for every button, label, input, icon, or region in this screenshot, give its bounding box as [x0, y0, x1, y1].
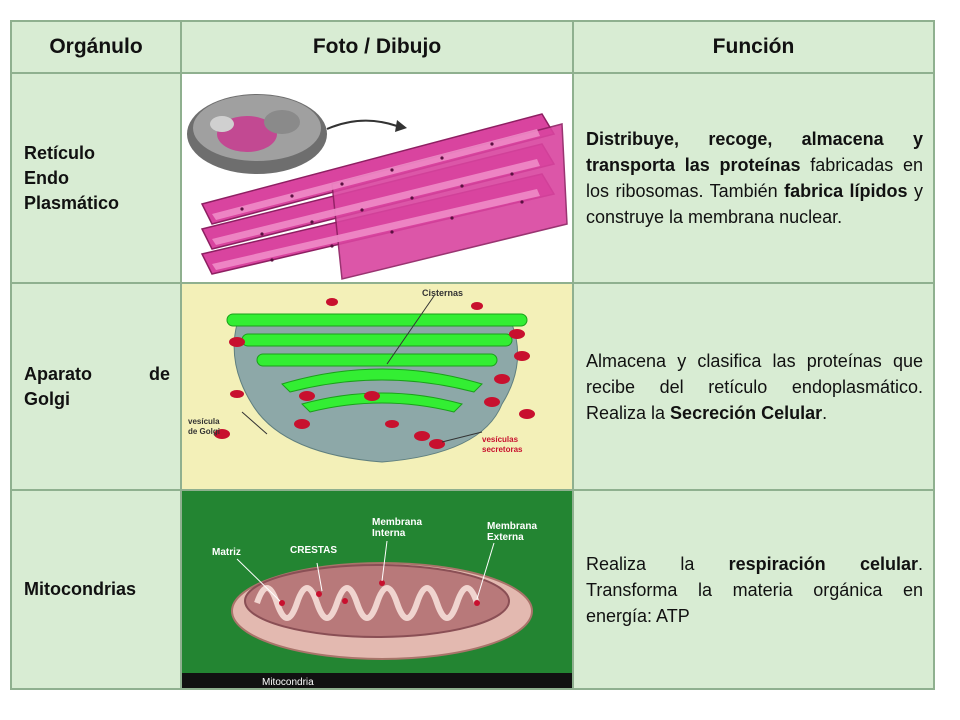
- er-func-bold-2: fabrica lípidos: [784, 181, 908, 201]
- header-organelle: Orgánulo: [11, 21, 181, 73]
- organelle-golgi: Aparato de Golgi: [11, 283, 181, 490]
- organelle-er-line1: Retículo: [24, 142, 96, 163]
- header-function: Función: [573, 21, 934, 73]
- er-func-text-2: y construye la membrana nuclear.: [586, 181, 923, 227]
- function-er: Distribuye, recoge, almacena y transport…: [573, 73, 934, 283]
- organelle-mito-text: Mitocondrias: [24, 579, 137, 599]
- mito-label-externa-1: Membrana: [487, 521, 537, 532]
- function-mito: Realiza la respiración celular. Transfor…: [573, 490, 934, 689]
- organelle-golgi-word2: de: [148, 363, 170, 384]
- golgi-func-bold: Secreción Celular: [670, 402, 823, 423]
- mito-image: Matriz CRESTAS Membrana Interna Membrana…: [181, 490, 573, 689]
- mito-label-interna-1: Membrana: [372, 517, 422, 528]
- organelle-er-line3: Plasmático: [24, 192, 120, 213]
- golgi-label-secretoras-2: secretoras: [482, 445, 523, 454]
- mito-label-matriz: Matriz: [212, 547, 241, 558]
- organelle-table: Orgánulo Foto / Dibujo Función Retículo …: [10, 20, 935, 690]
- header-image: Foto / Dibujo: [181, 21, 573, 73]
- mito-caption: Mitocondria: [262, 677, 314, 688]
- mito-func-text-1: Realiza la: [586, 553, 729, 574]
- er-image: [181, 73, 573, 283]
- er-illustration: [182, 74, 572, 282]
- golgi-func-text-1: Almacena y clasifica las proteínas que r…: [586, 350, 923, 423]
- mito-func-text-2: . Transforma la materia orgánica en ener…: [586, 553, 924, 626]
- organelle-er: Retículo Endo Plasmático: [11, 73, 181, 283]
- organelle-golgi-word1: Aparato: [24, 363, 93, 384]
- golgi-image: Cisternas vesícula de Golgi vesículas se…: [181, 283, 573, 490]
- function-golgi: Almacena y clasifica las proteínas que r…: [573, 283, 934, 490]
- golgi-label-secretoras-1: vesículas: [482, 435, 519, 444]
- er-func-bold-1: Distribuye, recoge, almacena y transport…: [586, 129, 923, 175]
- header-organelle-text: Orgánulo: [49, 35, 143, 58]
- header-image-text: Foto / Dibujo: [312, 35, 442, 58]
- mito-label-interna-2: Interna: [372, 528, 406, 539]
- golgi-func-text-2: .: [822, 402, 828, 423]
- golgi-label-vesicula-2: de Golgi: [188, 427, 220, 436]
- golgi-label-cisternas: Cisternas: [422, 288, 463, 298]
- mito-func-bold: respiración celular: [728, 553, 918, 574]
- er-func-text-1: fabricadas en los ribosomas. También: [586, 155, 924, 201]
- mito-label-externa-2: Externa: [487, 532, 524, 543]
- organelle-er-line2: Endo: [24, 167, 69, 188]
- organelle-golgi-line2: Golgi: [24, 388, 70, 409]
- mito-label-crestas: CRESTAS: [290, 545, 337, 556]
- organelle-mito: Mitocondrias: [11, 490, 181, 689]
- header-function-text: Función: [712, 35, 795, 58]
- golgi-illustration: Cisternas vesícula de Golgi vesículas se…: [182, 284, 572, 489]
- mito-illustration: Matriz CRESTAS Membrana Interna Membrana…: [182, 491, 572, 688]
- golgi-label-vesicula-1: vesícula: [188, 417, 220, 426]
